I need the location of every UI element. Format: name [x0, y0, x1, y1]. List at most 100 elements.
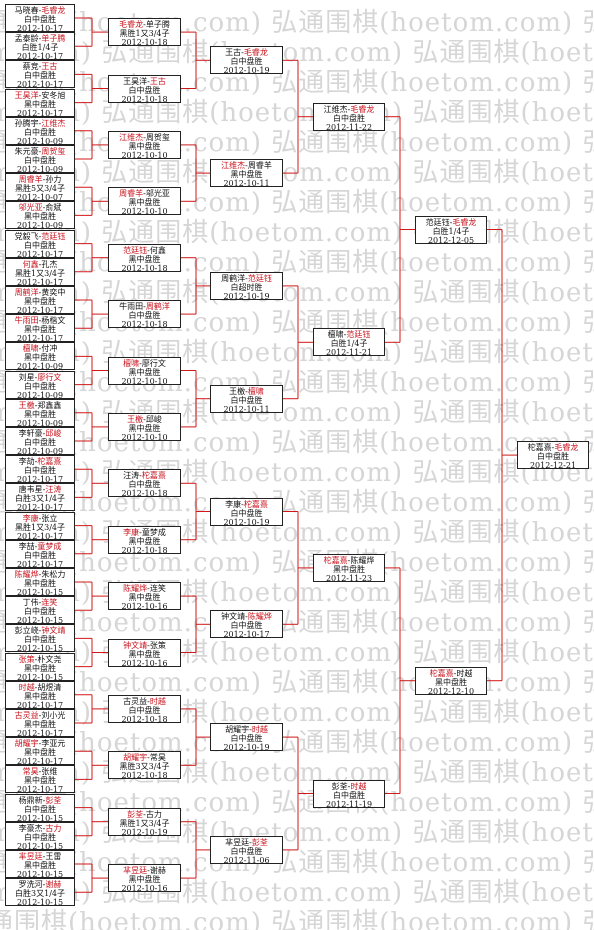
- player-separator: -: [38, 344, 42, 354]
- match-players: 柁嘉熹-毛睿龙: [518, 443, 588, 452]
- player-white: 廖行文: [141, 358, 166, 368]
- match-date: 2012-10-09: [16, 221, 64, 230]
- match-players: 柁嘉熹-陈耀烨: [314, 556, 384, 565]
- player-black: 王檄: [18, 400, 35, 410]
- match-result: 白中盘胜: [24, 156, 56, 165]
- match-date: 2012-10-18: [121, 38, 168, 47]
- match-date: 2012-10-09: [16, 165, 64, 173]
- match-date: 2012-10-17: [16, 249, 64, 258]
- player-separator: -: [38, 711, 42, 720]
- player-separator: -: [347, 781, 351, 791]
- player-separator: -: [34, 400, 38, 410]
- match-result: 白中盘胜: [230, 734, 263, 744]
- player-separator: -: [453, 668, 457, 678]
- match-date: 2012-10-10: [121, 432, 168, 441]
- player-separator: -: [38, 231, 42, 241]
- match-result: 黑中盘胜: [333, 564, 365, 574]
- match-result: 白中盘胜: [24, 804, 56, 814]
- player-separator: -: [38, 316, 42, 326]
- match-players: 何鑫-孔杰: [6, 260, 74, 269]
- match-players: 毛睿龙-单子腾: [109, 20, 180, 29]
- player-white: 周贺玺: [145, 132, 170, 142]
- player-white: 谢赫: [45, 880, 62, 890]
- match-result: 白胜3又1/4子: [15, 889, 65, 899]
- match-result: 黑胜5又3/4子: [15, 184, 65, 194]
- player-separator: -: [38, 90, 42, 100]
- player-white: 江维杰: [41, 118, 66, 128]
- match-result: 白中盘胜: [333, 790, 365, 800]
- match-date: 2012-10-15: [16, 841, 64, 850]
- player-white: 毛睿龙: [554, 443, 579, 453]
- player-black: 张策: [18, 654, 35, 664]
- match-players: 刘星-廖行文: [6, 373, 74, 382]
- player-separator: -: [241, 499, 244, 509]
- match-result: 黑中盘胜: [128, 367, 161, 377]
- match-players: 李喆-童梦成: [6, 542, 74, 551]
- match-players: 牛雨田-周鹤洋: [109, 302, 180, 311]
- player-white: 时越: [350, 781, 367, 791]
- match-players: 王昊洋-安冬旭: [6, 91, 74, 100]
- match-date: 2012-10-16: [121, 658, 168, 667]
- match-players: 江维杰-周睿羊: [211, 161, 282, 170]
- match-result: 黑中盘胜: [128, 875, 161, 885]
- player-separator: -: [143, 302, 146, 312]
- player-black: 丁伟: [22, 598, 39, 608]
- match-players: 李康-张立: [6, 514, 74, 523]
- player-black: 范廷钰: [123, 245, 148, 255]
- player-black: 彭荃: [127, 809, 144, 819]
- player-white: 黄奕中: [41, 288, 66, 297]
- match-date: 2012-10-17: [16, 729, 64, 737]
- match-result: 黑中盘胜: [24, 720, 56, 729]
- player-separator: -: [38, 34, 42, 44]
- match-players: 江维杰-周贺玺: [109, 133, 180, 142]
- player-white: 安冬旭: [41, 90, 66, 100]
- player-separator: -: [143, 414, 146, 424]
- player-white: 檀啸: [247, 386, 264, 396]
- match-players: 朱元豪-周贺玺: [6, 147, 74, 156]
- match-players: 檀啸-付冲: [6, 344, 74, 353]
- player-separator: -: [38, 513, 42, 523]
- match-result: 黑中盘胜: [128, 593, 161, 603]
- player-white: 张维: [41, 767, 58, 777]
- player-black: 李康: [22, 513, 39, 523]
- match-date: 2012-10-17: [16, 108, 64, 117]
- player-black: 王昊洋: [14, 90, 39, 100]
- match-result: 白中盘胜: [24, 466, 56, 476]
- match-date: 2012-10-19: [223, 291, 270, 300]
- match-players: 李康-柁嘉熹: [211, 500, 282, 509]
- match-players: 丁伟-连笑: [6, 598, 74, 607]
- player-separator: -: [38, 62, 42, 72]
- match-players: 江维杰-毛睿龙: [314, 105, 384, 114]
- match-date: 2012-10-17: [16, 306, 64, 314]
- player-black: 柁嘉熹: [429, 668, 454, 678]
- match-date: 2012-10-10: [121, 376, 168, 385]
- player-white: 朱松力: [41, 570, 66, 579]
- player-white: 连笑: [149, 584, 166, 594]
- match-date: 2012-10-17: [16, 475, 64, 484]
- player-white: 毛睿龙: [41, 6, 66, 15]
- match-date: 2012-11-19: [325, 799, 373, 808]
- match-date: 2012-10-17: [16, 277, 64, 286]
- player-black: 范廷钰: [425, 217, 450, 227]
- match-result: 白胜1/4子: [330, 339, 368, 349]
- match-date: 2012-10-15: [16, 898, 64, 907]
- player-black: 刘星: [18, 372, 35, 382]
- player-separator: -: [34, 372, 38, 382]
